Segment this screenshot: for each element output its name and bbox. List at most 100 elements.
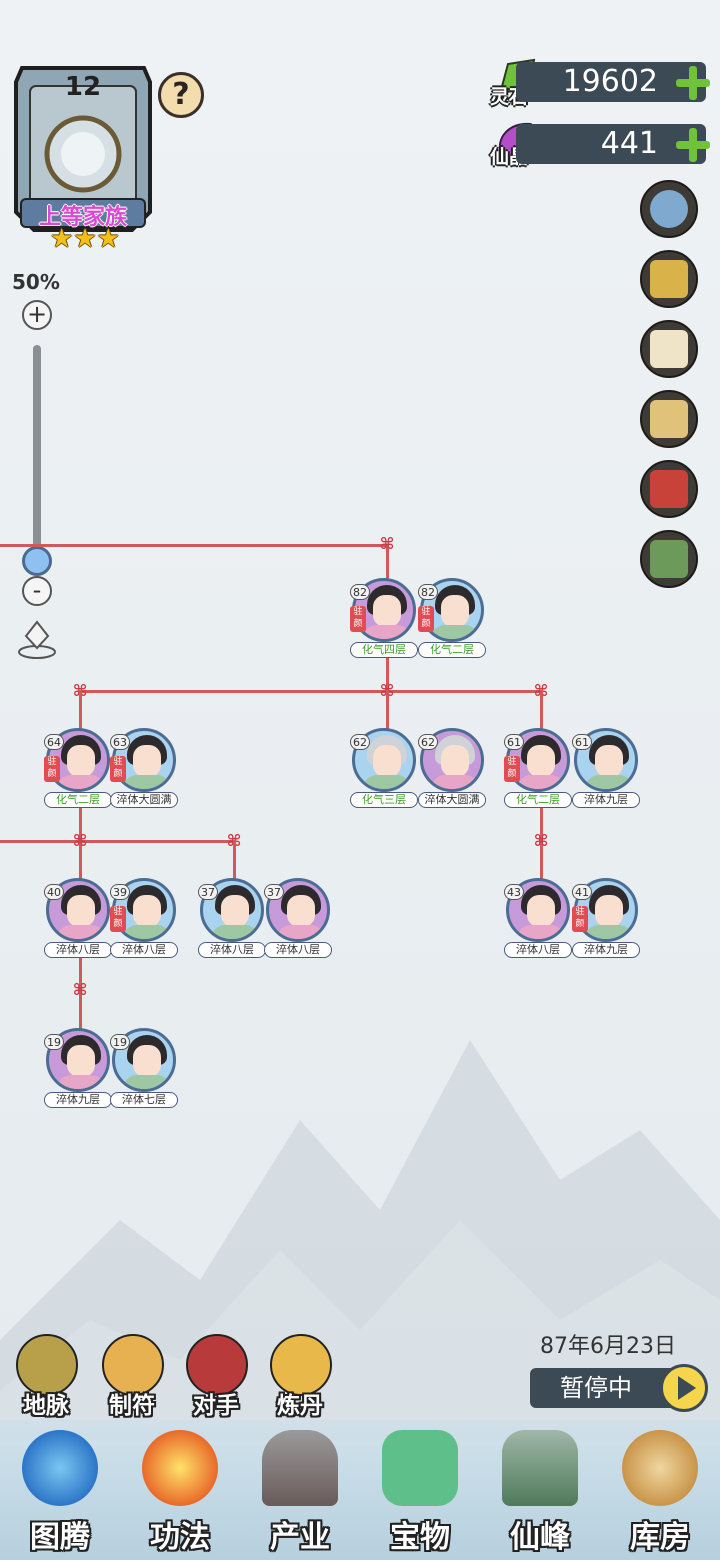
frame-icon[interactable] [640, 530, 698, 588]
action-opponent[interactable]: 对手 [180, 1334, 252, 1419]
member-rank: 化气三层 [350, 792, 418, 808]
nav-technique[interactable]: 功法 [120, 1430, 240, 1560]
family-member[interactable]: 62 化气三层 [350, 728, 420, 808]
member-age: 43 [504, 884, 524, 900]
totem-icon [22, 1430, 98, 1506]
book-icon[interactable] [640, 460, 698, 518]
tree-line [386, 656, 389, 692]
bottom-navigation: 图腾 功法 产业 宝物 仙峰 库房 [0, 1420, 720, 1560]
action-earth-vein[interactable]: 地脉 [10, 1334, 82, 1419]
tree-knot: ⌘ [72, 980, 88, 999]
nav-peak[interactable]: 仙峰 [480, 1430, 600, 1560]
member-rank: 淬体九层 [572, 942, 640, 958]
member-rank: 淬体大圆满 [110, 792, 178, 808]
member-portrait [420, 728, 484, 792]
member-status-tag: 驻颜 [572, 906, 588, 932]
member-age: 41 [572, 884, 592, 900]
member-age: 82 [350, 584, 370, 600]
member-status-tag: 驻颜 [350, 606, 366, 632]
member-rank: 淬体八层 [504, 942, 572, 958]
document-icon[interactable] [640, 320, 698, 378]
member-age: 61 [572, 734, 592, 750]
member-rank: 淬体八层 [264, 942, 332, 958]
tree-line [79, 806, 82, 882]
nav-label: 仙峰 [510, 1520, 570, 1555]
zoom-in-button[interactable]: + [22, 300, 52, 330]
nav-industry[interactable]: 产业 [240, 1430, 360, 1560]
peak-icon [502, 1430, 578, 1506]
member-age: 39 [110, 884, 130, 900]
clan-title: 上等家族 [38, 205, 127, 230]
action-talisman[interactable]: 制符 [96, 1334, 168, 1419]
family-member[interactable]: 37 淬体八层 [198, 878, 268, 958]
industry-icon [262, 1430, 338, 1506]
member-status-tag: 驻颜 [44, 756, 60, 782]
clan-badge[interactable]: 12 上等家族 ★★★ [12, 62, 154, 252]
member-age: 40 [44, 884, 64, 900]
member-rank: 化气二层 [418, 642, 486, 658]
treasure-icon [382, 1430, 458, 1506]
tree-knot: ⌘ [72, 831, 88, 850]
locate-icon[interactable] [16, 618, 58, 660]
tree-line [0, 544, 388, 547]
family-member[interactable]: 61 淬体九层 [572, 728, 642, 808]
member-age: 62 [350, 734, 370, 750]
technique-icon [142, 1430, 218, 1506]
member-age: 19 [110, 1034, 130, 1050]
clan-level: 12 [64, 72, 102, 102]
member-rank: 化气二层 [504, 792, 572, 808]
spirit-stone-amount: 19602 [516, 62, 706, 102]
clan-badge-frame [14, 66, 152, 232]
zoom-slider-track[interactable] [33, 345, 41, 555]
member-rank: 淬体八层 [198, 942, 266, 958]
member-rank: 淬体八层 [44, 942, 112, 958]
member-age: 37 [264, 884, 284, 900]
tree-line [233, 840, 236, 882]
settings-icon[interactable] [640, 180, 698, 238]
member-age: 64 [44, 734, 64, 750]
member-portrait [112, 1028, 176, 1092]
map-icon[interactable] [640, 250, 698, 308]
family-member[interactable]: 40 淬体八层 [44, 878, 114, 958]
action-label: 对手 [193, 1393, 239, 1419]
family-member[interactable]: 43 淬体八层 [504, 878, 574, 958]
immortal-crystal-add-button[interactable] [676, 128, 710, 162]
help-button[interactable]: ? [158, 72, 204, 118]
family-member[interactable]: 41 驻颜淬体九层 [572, 878, 642, 958]
tree-line [386, 690, 389, 730]
storage-bag-icon [622, 1430, 698, 1506]
play-button[interactable] [660, 1364, 708, 1412]
member-rank: 淬体九层 [572, 792, 640, 808]
member-status-tag: 驻颜 [418, 606, 434, 632]
zoom-out-button[interactable]: - [22, 576, 52, 606]
member-age: 19 [44, 1034, 64, 1050]
tree-line [386, 544, 389, 580]
family-member[interactable]: 37 淬体八层 [264, 878, 334, 958]
tree-line [0, 840, 236, 843]
scroll-icon[interactable] [640, 390, 698, 448]
nav-storage[interactable]: 库房 [600, 1430, 720, 1560]
zoom-slider-handle[interactable] [22, 546, 52, 576]
action-label: 制符 [109, 1393, 155, 1419]
member-age: 37 [198, 884, 218, 900]
nav-treasure[interactable]: 宝物 [360, 1430, 480, 1560]
member-portrait [506, 878, 570, 942]
action-alchemy[interactable]: 炼丹 [264, 1334, 336, 1419]
game-date: 87年6月23日 [540, 1334, 676, 1359]
spirit-stone-add-button[interactable] [676, 66, 710, 100]
tree-line [79, 690, 82, 730]
tree-line [540, 690, 543, 730]
tree-line [80, 690, 542, 693]
nav-totem[interactable]: 图腾 [0, 1430, 120, 1560]
member-rank: 淬体大圆满 [418, 792, 486, 808]
member-age: 63 [110, 734, 130, 750]
